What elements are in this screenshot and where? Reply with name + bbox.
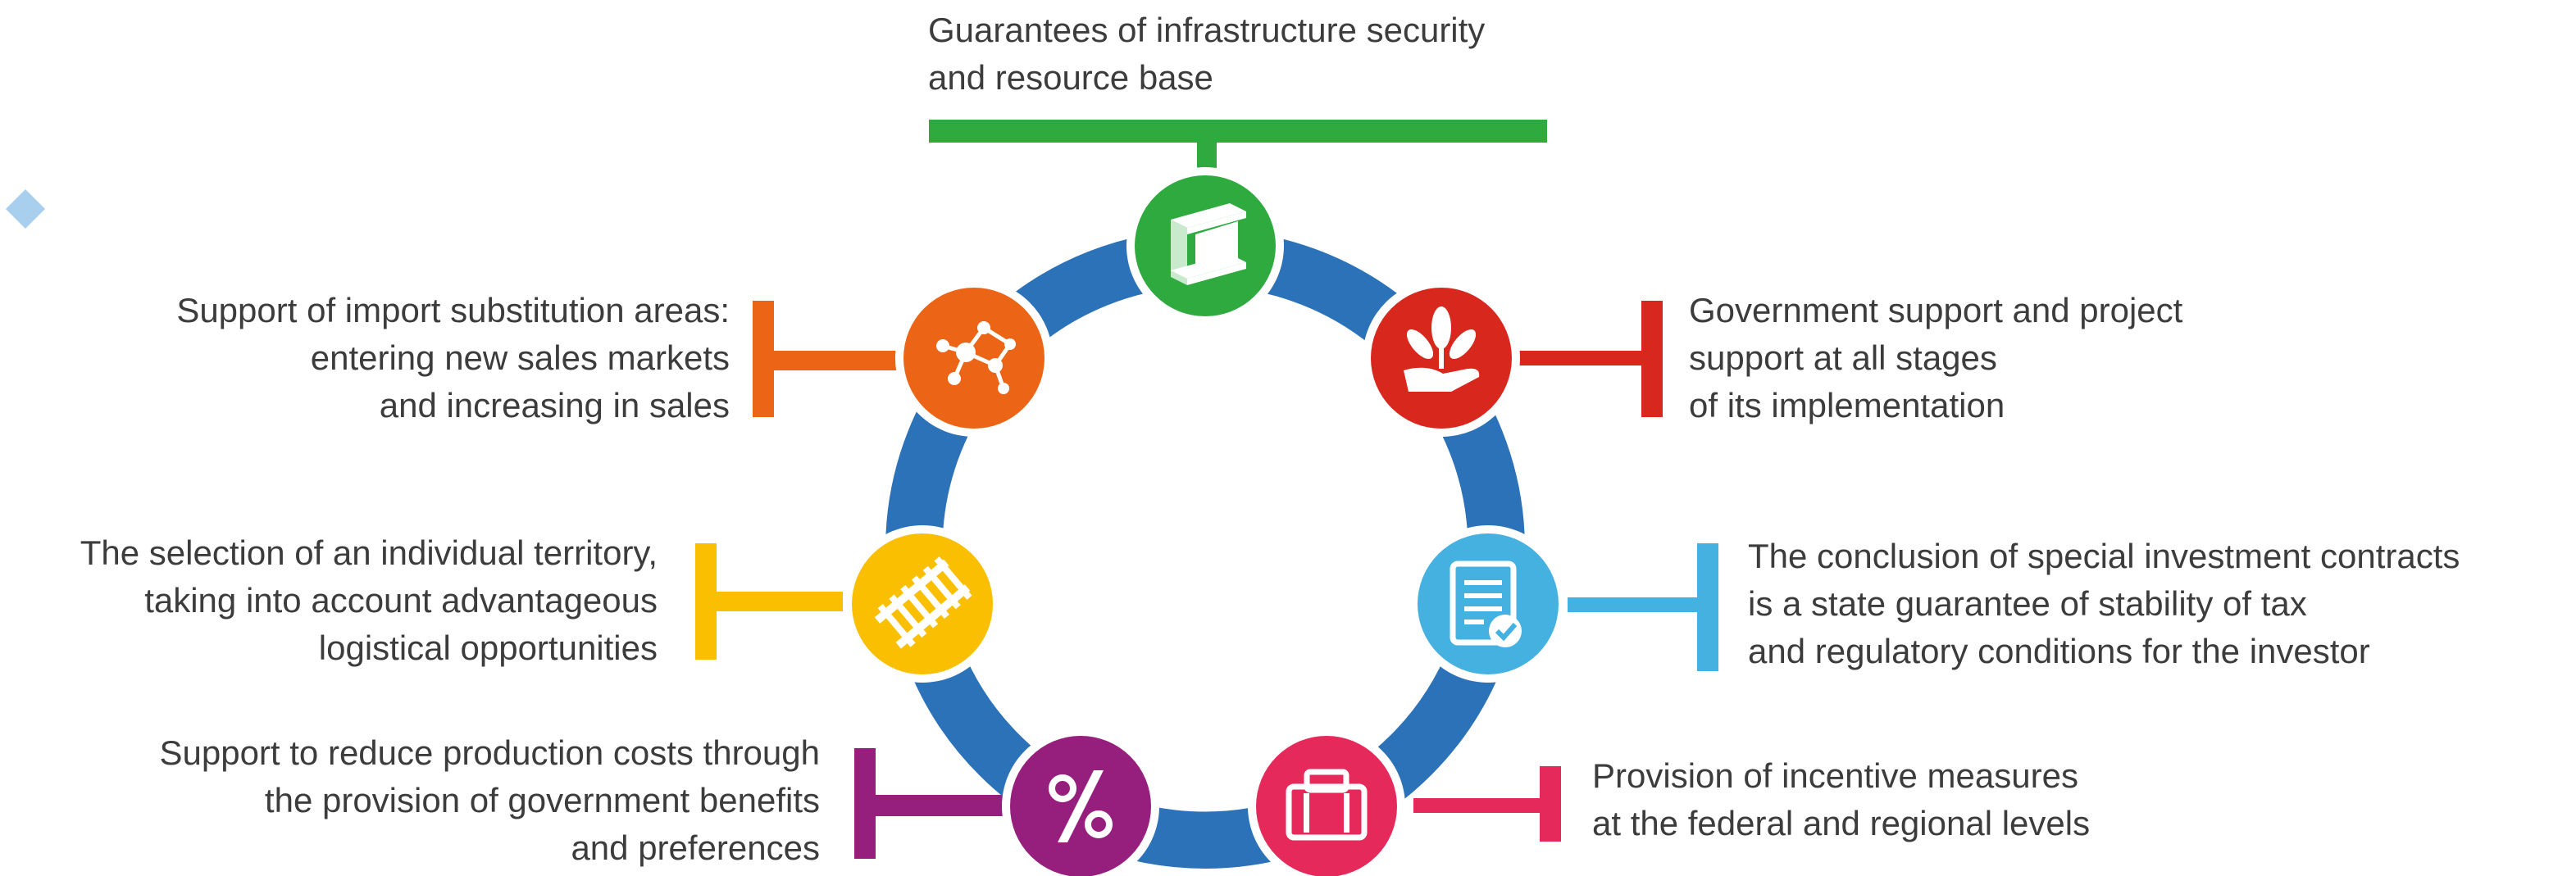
label-line: and increasing in sales: [379, 386, 730, 424]
label-line: the provision of government benefits: [264, 781, 820, 819]
label-line: and resource base: [928, 58, 1213, 97]
label-territory-selection: The selection of an individual territory…: [80, 529, 658, 672]
label-investment-contracts: The conclusion of special investment con…: [1748, 533, 2460, 675]
label-line: The selection of an individual territory…: [80, 533, 658, 572]
hand-plant-icon: [1404, 306, 1480, 392]
label-line: is a state guarantee of stability of tax: [1748, 584, 2307, 623]
label-line: of its implementation: [1689, 386, 2005, 424]
decorative-diamond: [5, 188, 46, 229]
connector-territory-selection: [695, 543, 843, 660]
node-investment-contracts: [1409, 525, 1567, 683]
connector-investment-contracts: [1568, 543, 1718, 671]
percent-icon: [1049, 770, 1113, 842]
node-import-substitution: [895, 279, 1053, 437]
label-line: Support to reduce production costs throu…: [159, 733, 820, 772]
connector-production-costs: [854, 748, 1017, 859]
label-line: logistical opportunities: [318, 629, 658, 667]
label-line: Guarantees of infrastructure security: [928, 11, 1486, 49]
connector-government-support: [1517, 301, 1663, 417]
connector-incentive-measures: [1413, 766, 1561, 842]
label-line: Support of import substitution areas:: [176, 291, 730, 329]
node-territory-selection: [844, 525, 1001, 683]
label-production-costs: Support to reduce production costs throu…: [159, 729, 820, 872]
railway-icon: [874, 556, 972, 649]
label-line: at the federal and regional levels: [1592, 804, 2091, 842]
label-government-support: Government support and project support a…: [1689, 287, 2182, 429]
label-line: Government support and project: [1689, 291, 2183, 329]
label-line: and preferences: [571, 828, 820, 867]
label-line: The conclusion of special investment con…: [1748, 537, 2460, 575]
steel-beam-icon: [1171, 203, 1246, 285]
node-infrastructure: [1126, 167, 1284, 325]
label-infrastructure: Guarantees of infrastructure security an…: [928, 7, 1485, 102]
node-incentive-measures: [1248, 728, 1405, 876]
label-line: taking into account advantageous: [144, 581, 658, 620]
label-incentive-measures: Provision of incentive measures at the f…: [1592, 752, 2090, 847]
label-line: and regulatory conditions for the invest…: [1748, 632, 2370, 670]
label-line: Provision of incentive measures: [1592, 756, 2078, 795]
network-icon: [936, 321, 1016, 394]
label-import-substitution: Support of import substitution areas: en…: [176, 287, 730, 429]
label-line: entering new sales markets: [310, 338, 730, 377]
label-line: support at all stages: [1689, 338, 1997, 377]
document-check-icon: [1450, 561, 1522, 647]
connector-infrastructure: [929, 120, 1547, 175]
node-production-costs: [1002, 728, 1159, 876]
connector-import-substitution: [753, 301, 907, 417]
node-government-support: [1363, 279, 1520, 437]
briefcase-icon: [1286, 769, 1368, 841]
